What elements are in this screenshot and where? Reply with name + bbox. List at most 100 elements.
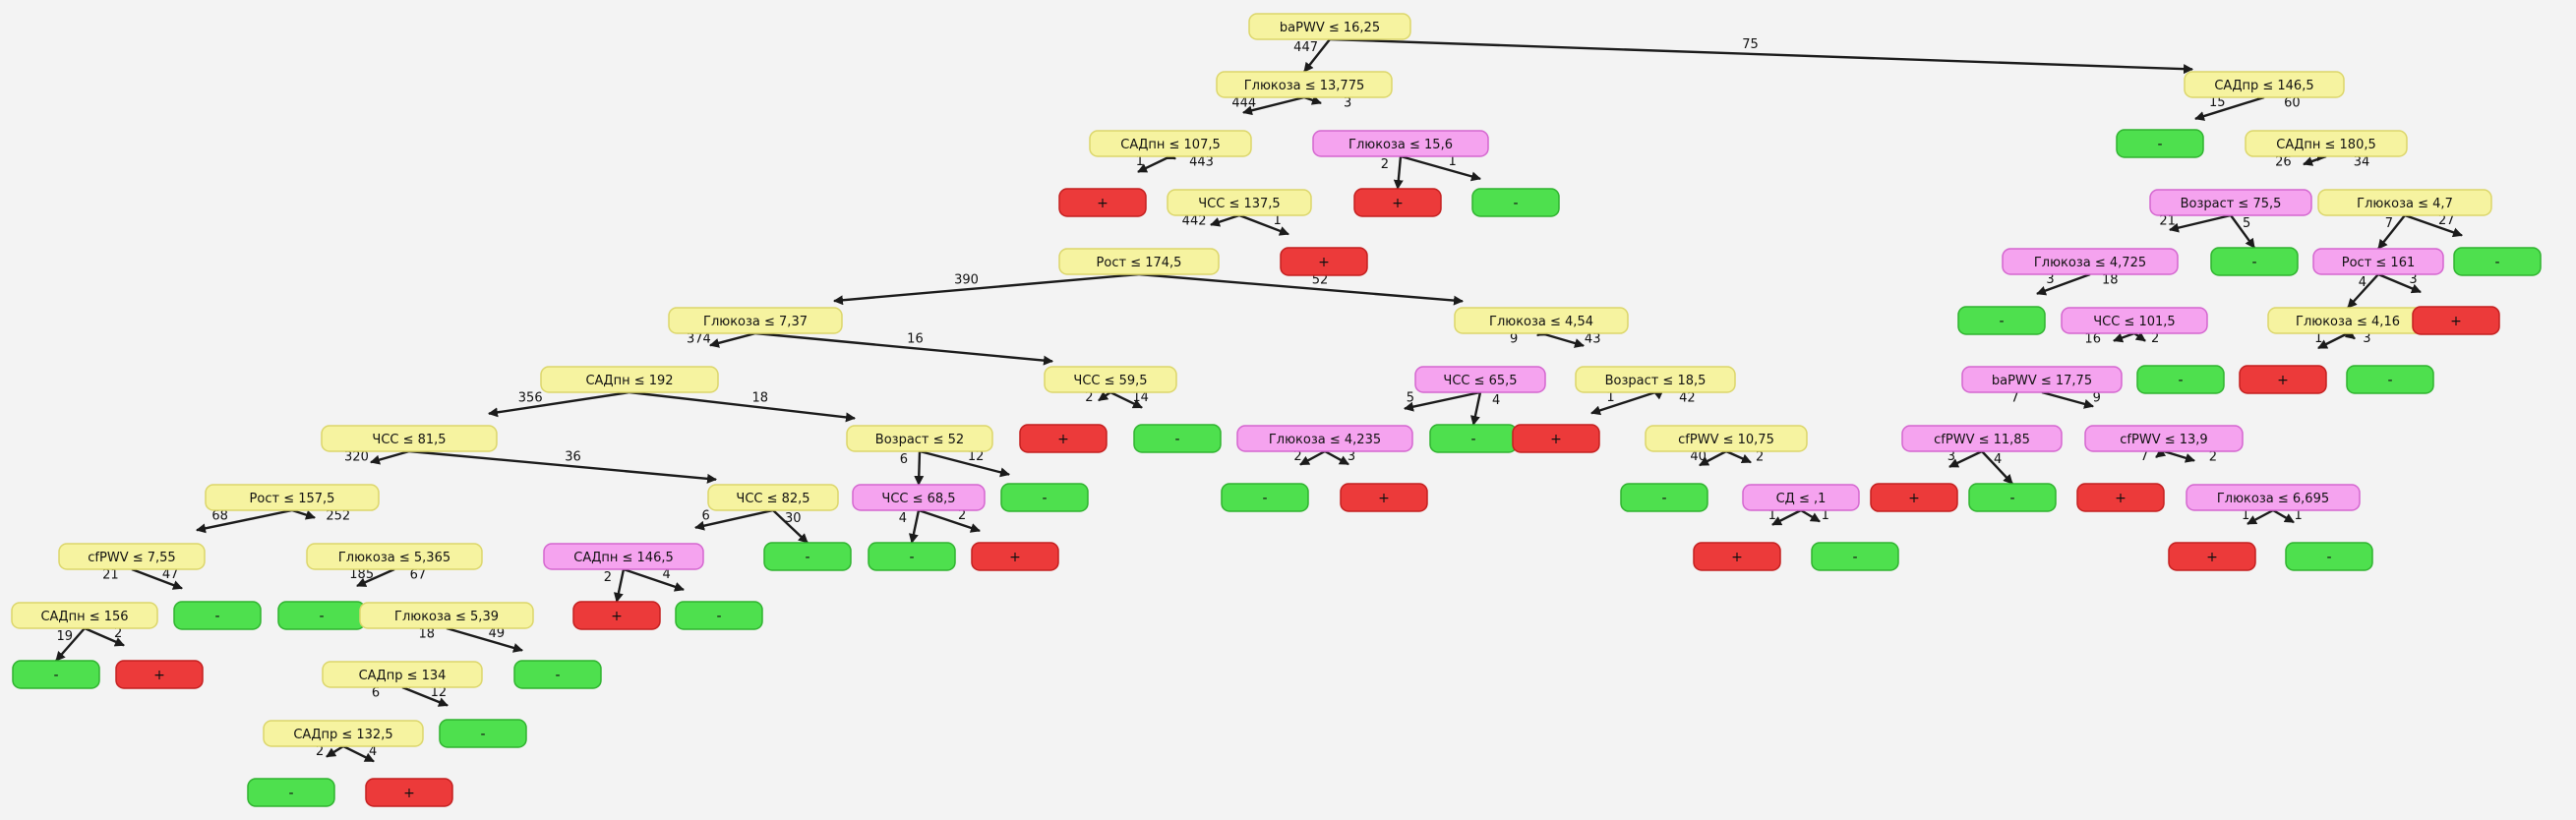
node-label: - (2178, 373, 2183, 388)
node-box (2210, 247, 2299, 276)
edge-arrow (1590, 390, 1656, 416)
edge-n38-n49: 3 (1324, 449, 1355, 466)
edge-n76-n78: 2 (316, 744, 344, 759)
edge-sample-count: 2 (958, 508, 966, 523)
node-box (1454, 307, 1629, 334)
decision-node-n20: Глюкоза ≤ 7,37 (668, 307, 843, 334)
node-label: ЧСС ≤ 101,5 (2093, 315, 2175, 329)
edge-n42-n52: 3 (1947, 449, 1983, 468)
node-box (1957, 306, 2046, 335)
node-label: + (403, 786, 415, 801)
node-label: Глюкоза ≤ 7,37 (703, 315, 808, 329)
edge-arrow (2169, 213, 2232, 233)
edge-sample-count: 7 (2140, 449, 2148, 464)
edge-n30-n43: 9 (2041, 390, 2101, 409)
edge-arrow (1393, 155, 1404, 190)
decision-node-n30: baPWV ≤ 17,75 (1961, 366, 2123, 393)
edge-n66-n73: 2 (84, 626, 125, 647)
decision-node-n56: cfPWV ≤ 7,55 (58, 543, 206, 570)
leaf-negative-n33: - (2346, 365, 2434, 394)
edge-n27-n37: 14 (1109, 390, 1149, 409)
edge-n42-n53: 4 (1981, 450, 2013, 485)
edge-sample-count: 3 (1947, 449, 1955, 464)
leaf-positive-n10: + (1353, 188, 1442, 217)
leaf-negative-n53: - (1968, 483, 2057, 512)
edge-n18-n24: 4 (2347, 273, 2379, 309)
edge-n28-n38: 5 (1404, 390, 1481, 412)
decision-node-n57: Глюкоза ≤ 5,365 (306, 543, 483, 570)
edge-sample-count: 4 (369, 744, 377, 759)
node-box (2346, 365, 2434, 394)
decision-node-n76: САДпр ≤ 132,5 (263, 720, 424, 747)
leaf-negative-n77: - (439, 719, 527, 748)
decision-node-n43: cfPWV ≤ 13,9 (2084, 425, 2244, 452)
edge-arrow (370, 449, 410, 465)
leaf-negative-n19: - (2453, 247, 2542, 276)
edge-arrow (2163, 449, 2195, 463)
node-box (1961, 366, 2123, 393)
edge-sample-count: 27 (2438, 213, 2455, 228)
edge-n35-n47: 12 (919, 449, 1010, 478)
edge-arrow (2317, 331, 2349, 350)
node-label: - (2157, 137, 2162, 152)
edge-n51-n63: 1 (1800, 508, 1829, 523)
leaf-negative-n47: - (1000, 483, 1089, 512)
edge-arrow (2230, 214, 2255, 249)
decision-node-n23: ЧСС ≤ 101,5 (2061, 307, 2208, 334)
edge-sample-count: 26 (2275, 154, 2292, 169)
edge-arrow (1303, 95, 1322, 105)
node-box (2412, 306, 2500, 335)
leaf-positive-n70: + (572, 601, 661, 630)
edge-n44-n57: 252 (291, 508, 350, 523)
edge-arrow (1948, 449, 1983, 468)
edge-arrow (1400, 154, 1481, 182)
edge-arrow (629, 390, 856, 423)
edge-n57-n68: 185 (349, 567, 395, 588)
edge-n5-n11: 1 (1400, 154, 1481, 182)
node-label: - (555, 668, 560, 683)
decision-node-n58: САДпн ≤ 146,5 (543, 543, 704, 570)
node-box (11, 602, 158, 629)
node-label: ЧСС ≤ 68,5 (881, 492, 955, 506)
node-label: + (1318, 255, 1330, 270)
decision-node-n4: САДпн ≤ 107,5 (1089, 130, 1252, 157)
edge-n46-n61: 2 (918, 508, 981, 533)
edge-sample-count: 1 (1449, 154, 1457, 169)
edge-n13-n18: 7 (2377, 214, 2406, 250)
node-box (763, 542, 852, 571)
edge-arrow (1242, 95, 1305, 116)
node-box (1221, 483, 1309, 512)
leaf-negative-n59: - (763, 542, 852, 571)
edge-arrow (623, 567, 685, 592)
node-box (1414, 366, 1546, 393)
edge-sample-count: 4 (2359, 275, 2366, 290)
decision-node-n35: Возраст ≤ 52 (846, 425, 993, 452)
leaf-negative-n65: - (2285, 542, 2373, 571)
leaf-positive-n73: + (115, 660, 204, 689)
leaf-positive-n79: + (365, 778, 453, 807)
leaf-negative-n75: - (513, 660, 602, 689)
edge-n14-n21: 52 (1138, 272, 1464, 306)
edge-arrow (1324, 449, 1349, 466)
node-box (2136, 365, 2225, 394)
edge-arrow (1404, 390, 1481, 412)
node-box (707, 484, 839, 511)
edge-n26-n34: 356 (488, 390, 630, 418)
leaf-negative-n31: - (2136, 365, 2225, 394)
node-box (1167, 189, 1312, 216)
edge-sample-count: 2 (2209, 449, 2217, 464)
node-label: Рост ≤ 174,5 (1097, 256, 1182, 270)
leaf-negative-n68: - (277, 601, 366, 630)
edge-sample-count: 18 (418, 626, 435, 641)
edge-n1-n2: 447 (1293, 38, 1331, 73)
leaf-negative-n50: - (1620, 483, 1708, 512)
edge-arrow (1540, 331, 1585, 348)
edge-arrow (1725, 449, 1752, 464)
edge-arrow (356, 567, 395, 588)
edge-arrow (2041, 390, 2094, 409)
edge-n20-n27: 16 (754, 331, 1053, 366)
leaf-negative-n22: - (1957, 306, 2046, 335)
node-label: САДпр ≤ 146,5 (2214, 79, 2313, 93)
